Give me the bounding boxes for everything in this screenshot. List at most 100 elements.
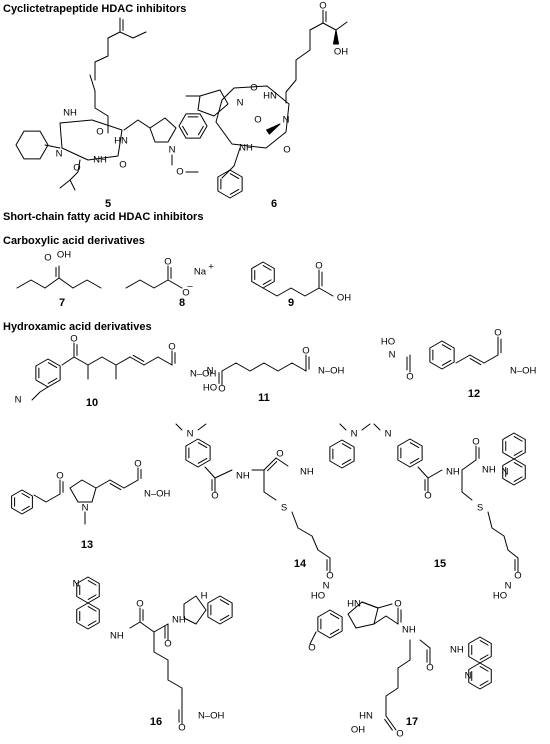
atom-label: O <box>176 167 183 178</box>
wedge-bond <box>266 123 281 135</box>
ring <box>468 662 492 690</box>
atom-label: NH <box>110 631 124 642</box>
ring <box>215 85 290 149</box>
chain <box>263 469 277 501</box>
atom-label: N <box>465 671 472 682</box>
chain <box>143 356 173 366</box>
chain <box>385 639 411 717</box>
chain <box>373 615 399 625</box>
atom-label: O <box>70 334 77 345</box>
atom-label: N <box>82 503 89 514</box>
compound-number-10: 10 <box>86 397 98 409</box>
heading-hydroxamic: Hydroxamic acid derivatives <box>3 321 152 333</box>
atom-label: O <box>424 491 431 502</box>
bond <box>21 505 30 512</box>
atom-label: N–OH <box>318 366 345 377</box>
chain <box>221 147 241 179</box>
atom-label: O <box>302 346 309 357</box>
atom-label: O <box>178 723 185 734</box>
chain <box>419 639 431 649</box>
atom-label: O <box>164 639 171 650</box>
compound-number-7: 7 <box>59 297 65 309</box>
chain <box>129 621 141 629</box>
ring <box>35 358 61 388</box>
atom-label: N <box>323 581 330 592</box>
atom-label: O <box>396 729 403 740</box>
chain <box>33 493 61 503</box>
bond <box>197 125 204 136</box>
bond <box>409 457 420 464</box>
heading-carboxylic: Carboxylic acid derivatives <box>3 235 145 247</box>
bond <box>335 21 348 31</box>
atom-label: NH <box>450 645 464 656</box>
ring <box>76 602 100 630</box>
atom-label: O <box>164 257 171 268</box>
chain <box>221 362 307 372</box>
chain <box>361 423 371 431</box>
atom-label: S <box>477 503 483 514</box>
atom-label: N <box>207 366 214 377</box>
atom-label: N <box>351 429 358 440</box>
chain <box>285 29 311 104</box>
atom-label: O <box>494 328 501 339</box>
compound-number-12: 12 <box>468 388 480 400</box>
atom-label: O <box>254 115 261 126</box>
bond <box>263 457 277 471</box>
atom-label: N <box>169 145 176 156</box>
ring <box>15 130 49 160</box>
atom-label: O <box>73 163 80 174</box>
chain <box>339 423 347 431</box>
atom-label: N–OH <box>144 489 171 500</box>
bond <box>262 265 272 271</box>
bond <box>229 188 240 195</box>
bond <box>441 344 452 351</box>
compound-number-5: 5 <box>105 198 111 210</box>
bond <box>513 450 523 456</box>
atom-label: HO <box>311 591 325 602</box>
bond <box>469 354 485 364</box>
atom-label: O <box>276 449 283 460</box>
chain <box>16 279 46 289</box>
ring <box>217 169 243 199</box>
atom-label: – <box>187 281 193 292</box>
bond <box>275 457 289 467</box>
atom-label: N <box>283 115 290 126</box>
ring <box>347 601 379 629</box>
atom-label: O <box>134 459 141 470</box>
compound-8: OO–Na+8 <box>125 257 214 309</box>
atom-label: Na <box>194 267 207 278</box>
heading-short-chain: Short-chain fatty acid HDAC inhibitors <box>3 211 204 223</box>
compound-number-6: 6 <box>271 198 277 210</box>
atom-label: O <box>394 599 401 610</box>
bond <box>267 461 278 472</box>
chain <box>31 386 49 401</box>
atom-label: O <box>406 372 413 383</box>
compound-number-14: 14 <box>294 558 307 570</box>
bond <box>341 443 352 450</box>
chain <box>61 356 131 366</box>
atom-label: O <box>326 571 333 582</box>
atom-label: OH <box>351 725 365 736</box>
bond <box>219 599 230 606</box>
ring <box>149 117 177 143</box>
atom-label: NH <box>236 471 250 482</box>
bond <box>47 377 58 384</box>
atom-label: N <box>15 395 22 406</box>
chain <box>291 511 331 559</box>
chain <box>455 354 471 364</box>
chain <box>373 423 381 431</box>
atom-label: O <box>56 471 63 482</box>
chain <box>139 621 169 633</box>
chain <box>69 159 81 191</box>
atom-label: N <box>505 581 512 592</box>
ring <box>59 119 123 161</box>
bond <box>21 492 30 499</box>
ring <box>397 438 423 468</box>
